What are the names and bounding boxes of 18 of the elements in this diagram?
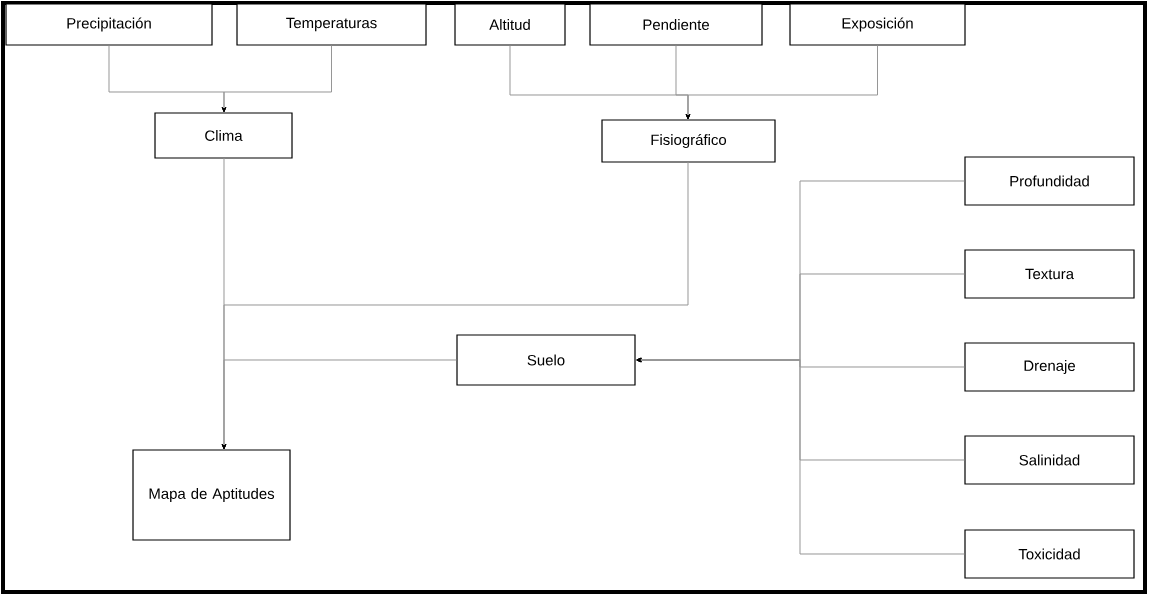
process-box: Exposición [789, 3, 966, 46]
process-box: Profundidad [964, 156, 1135, 206]
process-box: Toxicidad [964, 529, 1135, 579]
connector-arrow [636, 357, 965, 555]
process-box: Fisiográfico [601, 119, 776, 163]
process-box: Textura [964, 249, 1135, 299]
process-box: Salinidad [964, 435, 1135, 485]
connector-arrow [685, 45, 878, 120]
connector-arrow [221, 359, 457, 450]
process-box: Suelo [456, 334, 636, 386]
process-box: Pendiente [589, 3, 763, 46]
process-box: Clima [154, 112, 293, 159]
process-box: Drenaje [964, 342, 1135, 392]
result-box: Mapa de Aptitudes [132, 449, 291, 541]
process-box: Altitud [454, 3, 566, 46]
process-box: Precipitación [5, 3, 213, 46]
connector-arrow [221, 45, 332, 113]
process-box: Temperaturas [236, 3, 427, 46]
